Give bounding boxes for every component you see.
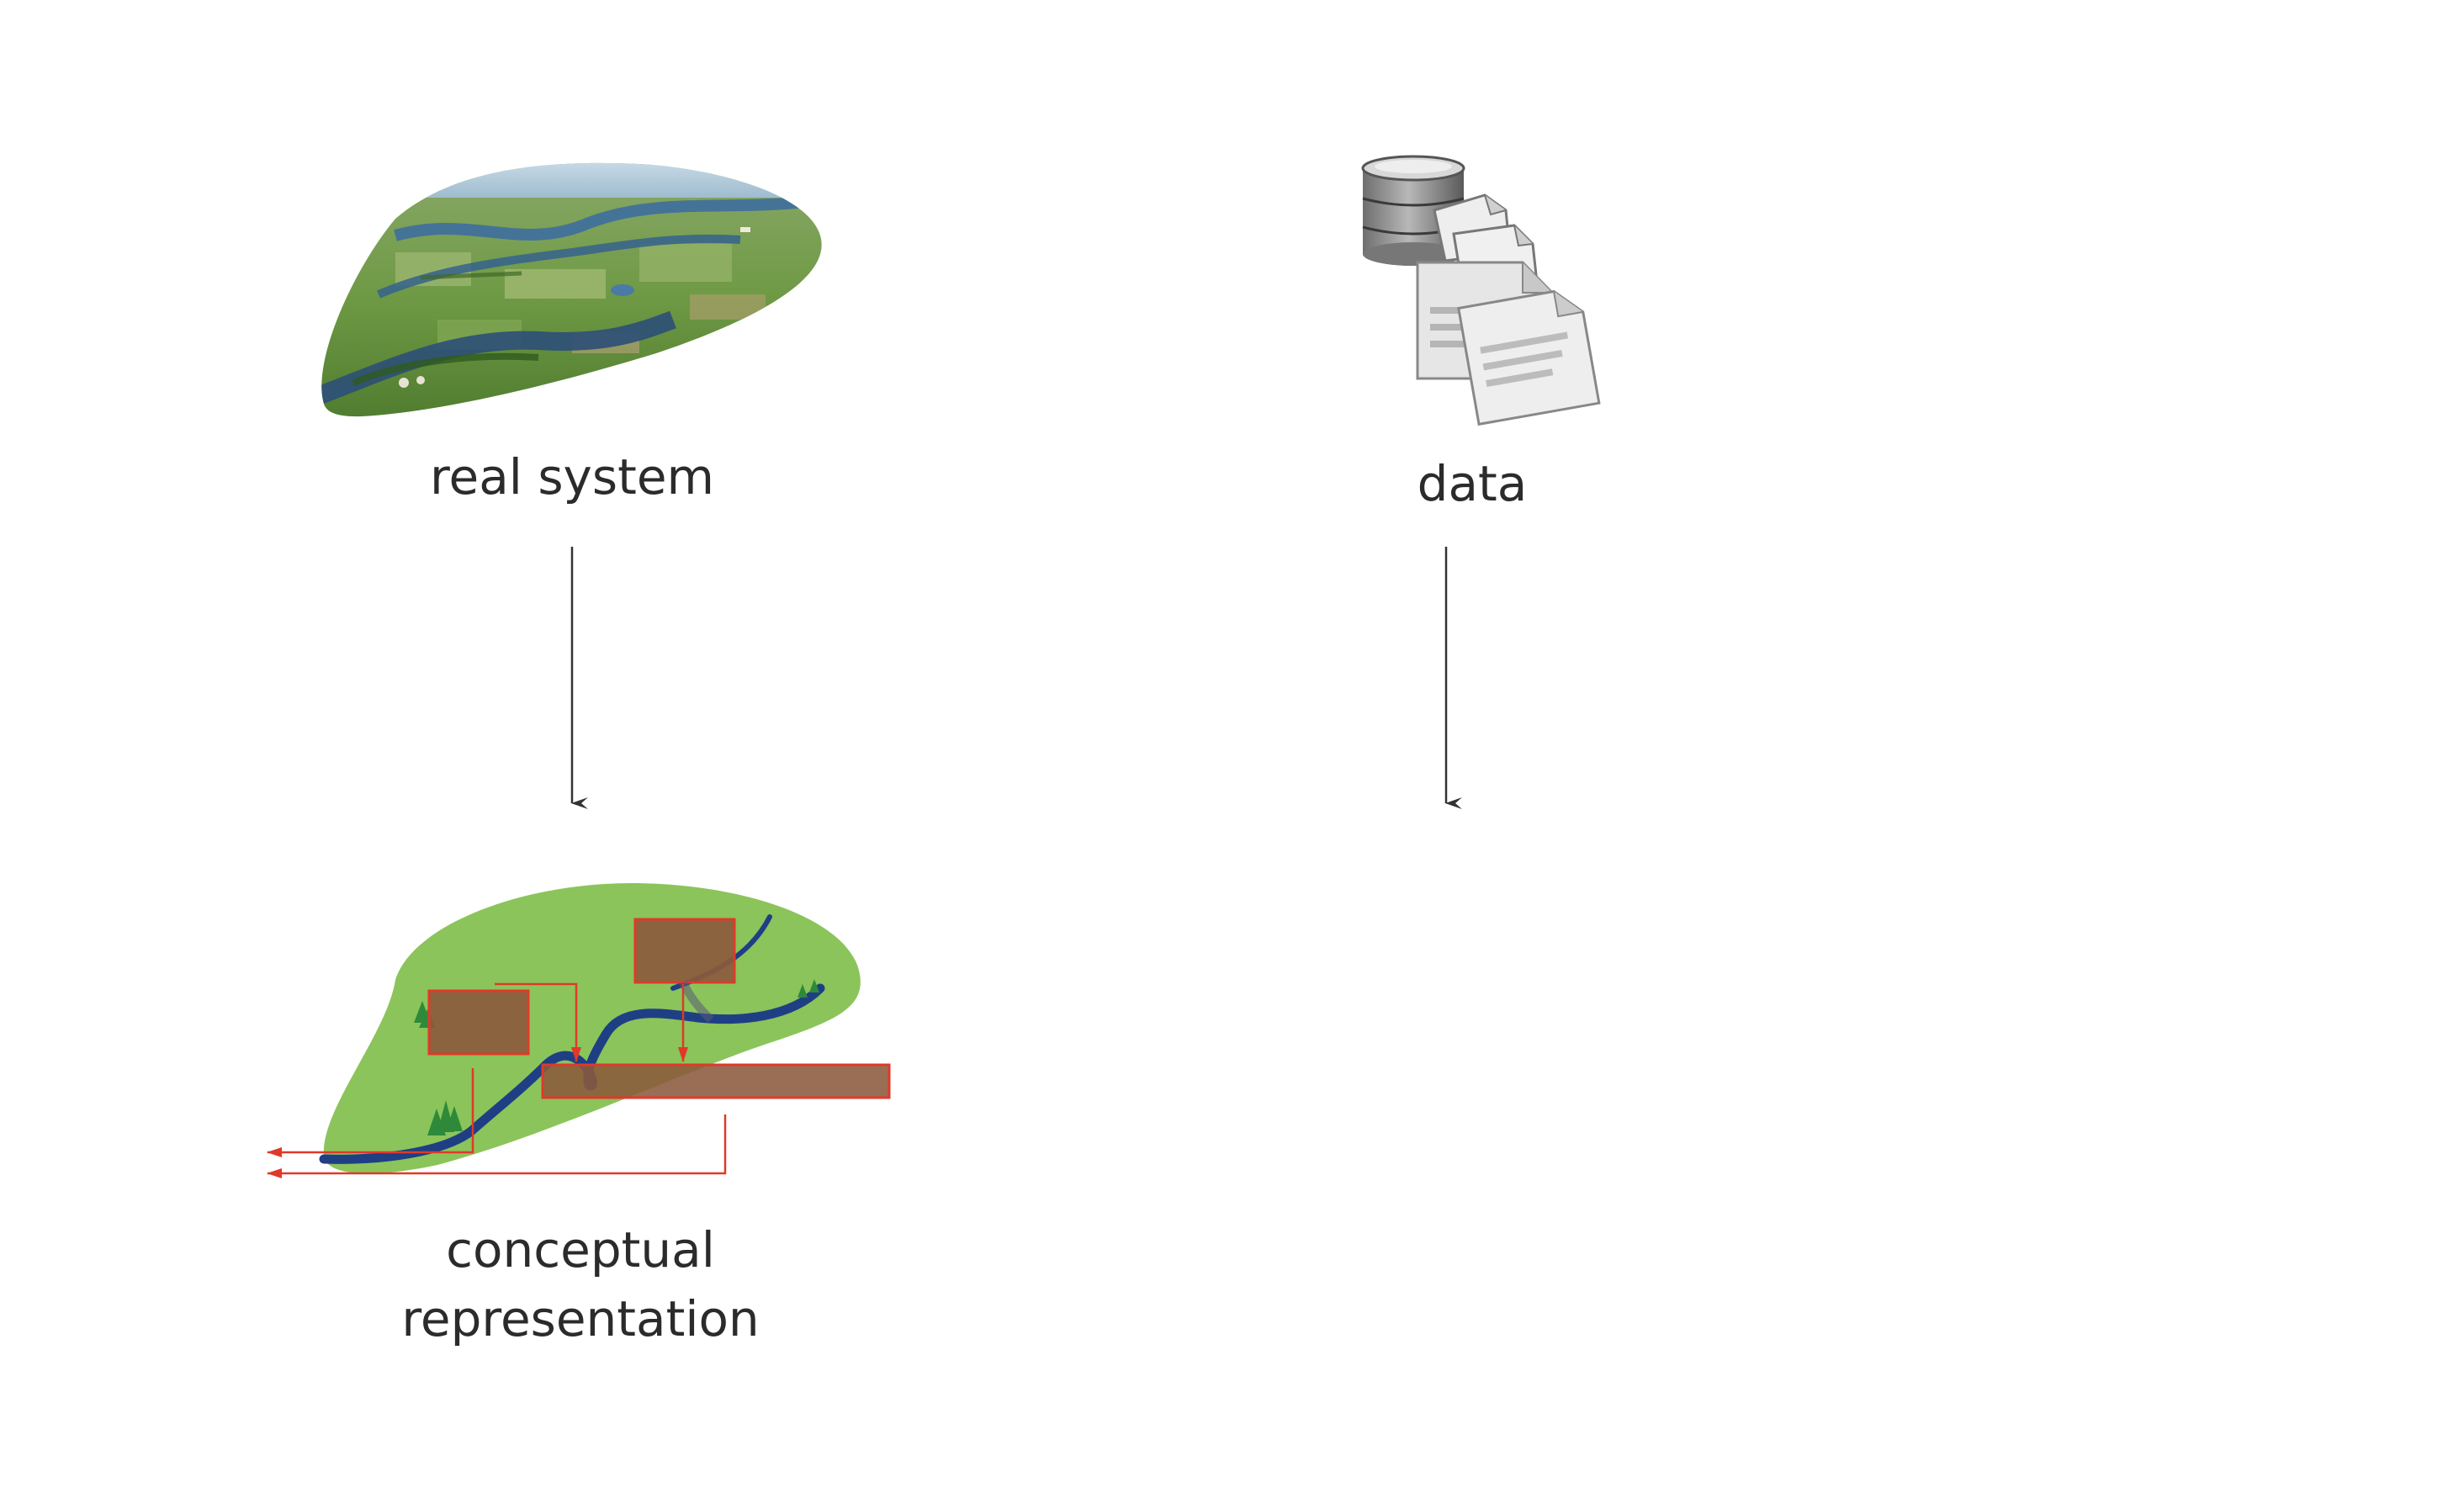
storage-box-top xyxy=(633,918,736,984)
database-icon xyxy=(1361,155,1465,266)
data-label: data xyxy=(1417,455,1528,512)
conceptual-label-line2: representation xyxy=(401,1290,760,1347)
conceptual-model-icon xyxy=(267,883,891,1178)
land-area xyxy=(323,883,861,1174)
real-system-label: real system xyxy=(429,448,715,506)
aerial-landscape-icon xyxy=(321,162,822,417)
storage-box-left xyxy=(427,989,530,1056)
flow-arrows xyxy=(267,982,727,1178)
groundwater-box xyxy=(541,1063,891,1099)
conceptual-representation-label: conceptual representation xyxy=(320,1215,841,1353)
tree-cluster-icon xyxy=(414,979,819,1135)
database-documents-icon xyxy=(1361,155,1601,426)
conceptual-label-line1: conceptual xyxy=(446,1221,715,1278)
document-large-2-icon xyxy=(1457,289,1601,426)
